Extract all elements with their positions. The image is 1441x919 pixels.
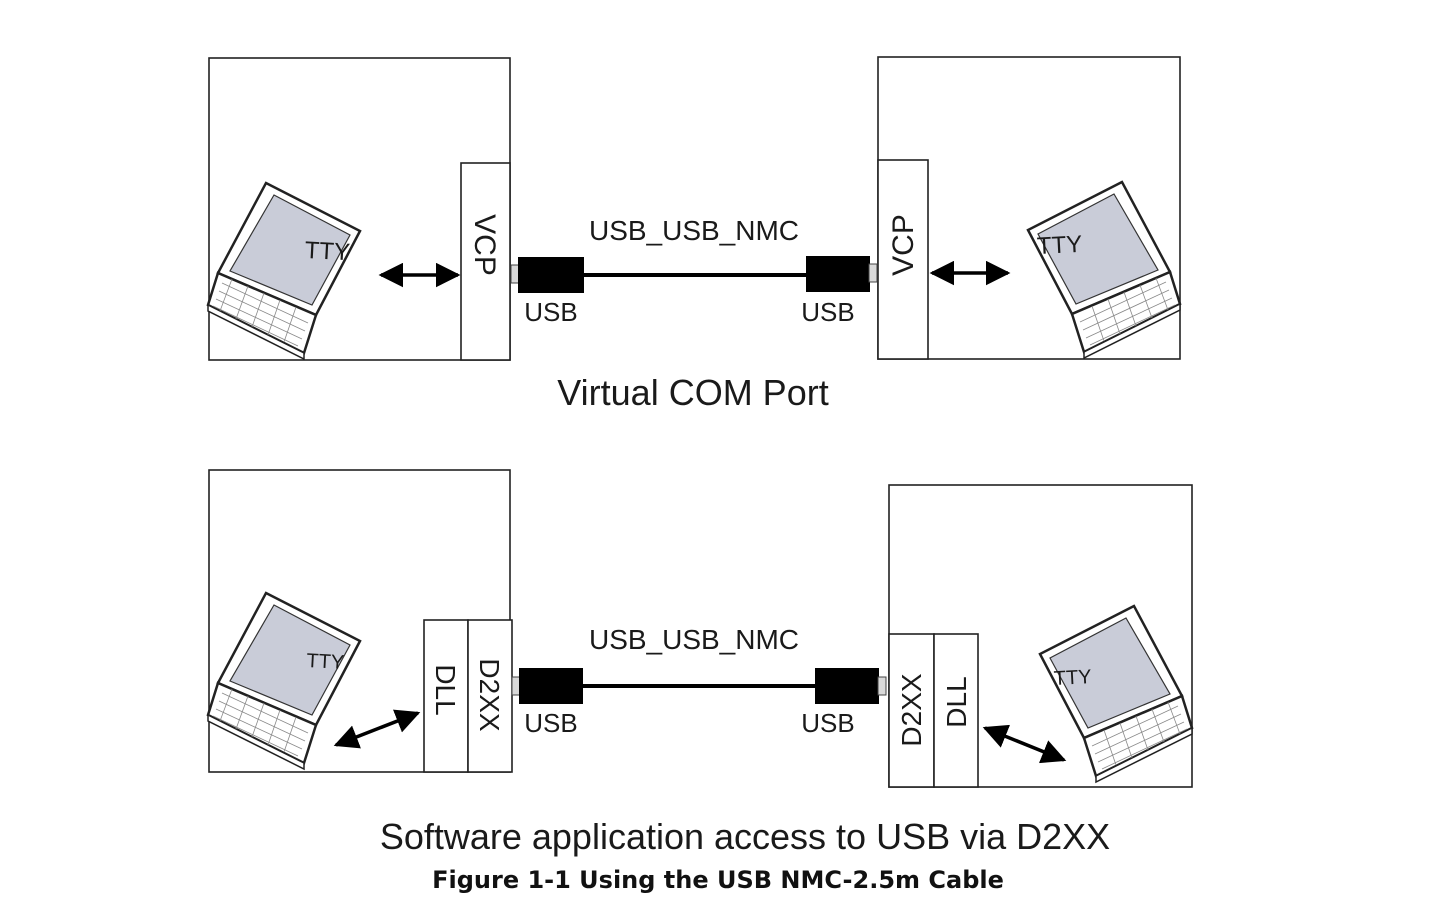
left-laptop-icon [206,181,362,361]
right-bidirectional-arrow [982,724,1067,764]
left-laptop-icon [206,591,362,771]
left-usb-plug-tip [510,264,520,284]
right-dll-label: DLL [941,676,972,727]
right-vcp-box [877,159,929,360]
top-diagram-title: Virtual COM Port [557,372,828,413]
left-usb-plug [518,257,584,293]
right-usb-plug-tip [877,676,887,696]
right-vcp-label: VCP [887,214,920,276]
right-usb-plug [806,256,870,292]
right-usb-plug [815,668,879,704]
left-d2xx-label: D2XX [474,658,505,731]
left-usb-label: USB [524,297,577,327]
cable-label: USB_USB_NMC [589,624,799,655]
right-tty-label: TTY [1036,231,1083,260]
right-usb-label: USB [801,708,854,738]
right-dll-box [933,633,979,788]
left-d2xx-box [467,619,513,773]
bottom-diagram: DLL D2XX TTY D2XX DLL TTY USB_USB_NMC US… [206,469,1194,857]
right-usb-plug-tip [868,263,878,283]
top-diagram: VCP TTY VCP TTY USB_USB_NMC USB USB Virt… [206,56,1182,413]
left-bidirectional-arrow [333,709,421,749]
right-usb-label: USB [801,297,854,327]
left-usb-plug [519,668,583,704]
figure-caption: Figure 1-1 Using the USB NMC-2.5m Cable [432,866,1004,894]
cable-label: USB_USB_NMC [589,215,799,246]
left-usb-label: USB [524,708,577,738]
right-d2xx-box [888,633,935,788]
left-tty-label: TTY [306,650,345,674]
left-vcp-box [460,162,511,361]
right-tty-label: TTY [1053,666,1092,690]
left-dll-label: DLL [430,664,461,715]
left-tty-label: TTY [304,237,351,266]
left-dll-box [423,619,469,773]
left-vcp-label: VCP [468,214,501,276]
right-laptop-icon [1038,604,1194,784]
bottom-diagram-title: Software application access to USB via D… [380,816,1110,857]
left-usb-plug-tip [511,676,521,696]
right-d2xx-label: D2XX [896,673,927,746]
right-laptop-icon [1026,180,1182,360]
